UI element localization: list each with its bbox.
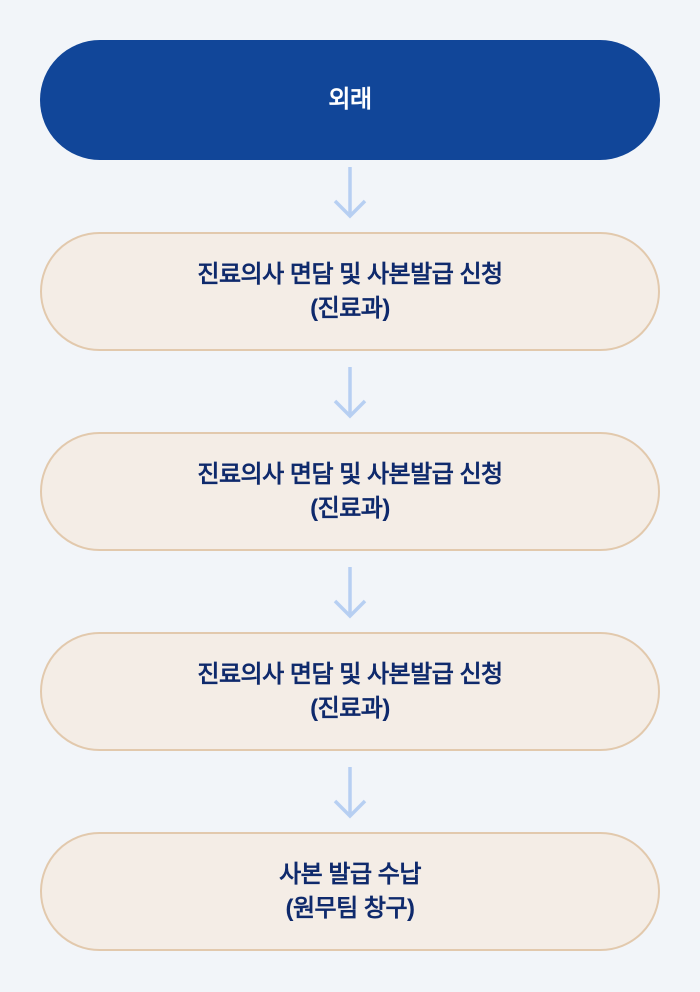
step-sublabel: (진료과): [310, 294, 390, 322]
step-doctor-consultation-3: 진료의사 면담 및 사본발급 신청 (진료과): [40, 632, 660, 751]
step-label: 사본 발급 수납: [279, 860, 421, 888]
step-copy-payment: 사본 발급 수납 (원무팀 창구): [40, 832, 660, 951]
arrow-down-icon: [333, 367, 367, 419]
step-doctor-consultation-2: 진료의사 면담 및 사본발급 신청 (진료과): [40, 432, 660, 551]
step-label: 진료의사 면담 및 사본발급 신청: [197, 260, 503, 288]
step-label: 진료의사 면담 및 사본발급 신청: [197, 460, 503, 488]
step-sublabel: (진료과): [310, 494, 390, 522]
step-outpatient: 외래: [40, 40, 660, 160]
arrow-down-icon: [333, 767, 367, 819]
step-doctor-consultation-1: 진료의사 면담 및 사본발급 신청 (진료과): [40, 232, 660, 351]
step-label: 진료의사 면담 및 사본발급 신청: [197, 660, 503, 688]
arrow-down-icon: [333, 567, 367, 619]
arrow-down-icon: [333, 167, 367, 219]
step-label: 외래: [328, 86, 372, 113]
step-sublabel: (진료과): [310, 694, 390, 722]
step-sublabel: (원무팀 창구): [285, 894, 415, 922]
